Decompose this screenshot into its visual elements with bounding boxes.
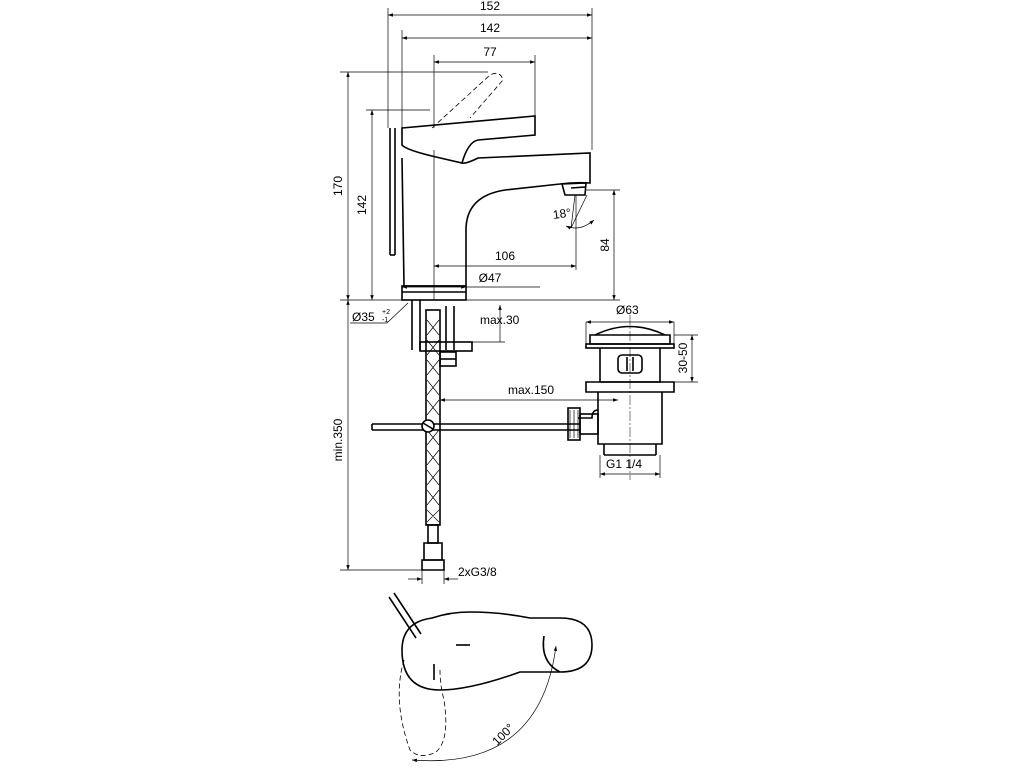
dim-pull-rod-length: max.150 — [508, 383, 554, 397]
dim-hose-length: min.350 — [331, 418, 345, 461]
dim-waste-thread: G1 1/4 — [606, 457, 642, 471]
mounting-assembly: Ø35 +2 -1 2xG3/8 max.30 max.150 — [350, 300, 618, 584]
dim-waste-height: 30-50 — [676, 342, 690, 373]
dim-overall-height: 170 — [331, 176, 345, 196]
top-dimensions: 152 142 77 — [387, 0, 593, 150]
dim-outlet-angle: 18° — [552, 205, 572, 221]
dim-lever-rotation: 100° — [489, 721, 517, 749]
dim-base-diameter: Ø47 — [479, 271, 502, 285]
dim-spout-reach: 142 — [480, 21, 500, 35]
dim-outlet-height: 84 — [598, 238, 612, 252]
dim-overall-width: 152 — [480, 0, 500, 13]
dim-waste-diameter: Ø63 — [616, 303, 639, 317]
faucet-top-view: 100° — [388, 592, 593, 763]
dim-hose-connection: 2xG3/8 — [458, 565, 497, 579]
waste-assembly: Ø63 30-50 G1 1/4 — [567, 303, 698, 480]
dim-max-worktop: max.30 — [480, 313, 520, 327]
left-dimensions: 170 142 min.350 — [331, 71, 488, 571]
dim-hole-tol-plus: +2 — [382, 309, 390, 316]
dim-lever-reach: 77 — [483, 45, 497, 59]
dim-hole-diameter: Ø35 — [352, 310, 375, 324]
spout-dimensions: 84 106 Ø47 18° — [402, 150, 620, 300]
dim-hole-tol-minus: -1 — [382, 317, 388, 324]
dim-lever-height: 142 — [355, 195, 369, 215]
dim-outlet-reach: 106 — [495, 249, 515, 263]
